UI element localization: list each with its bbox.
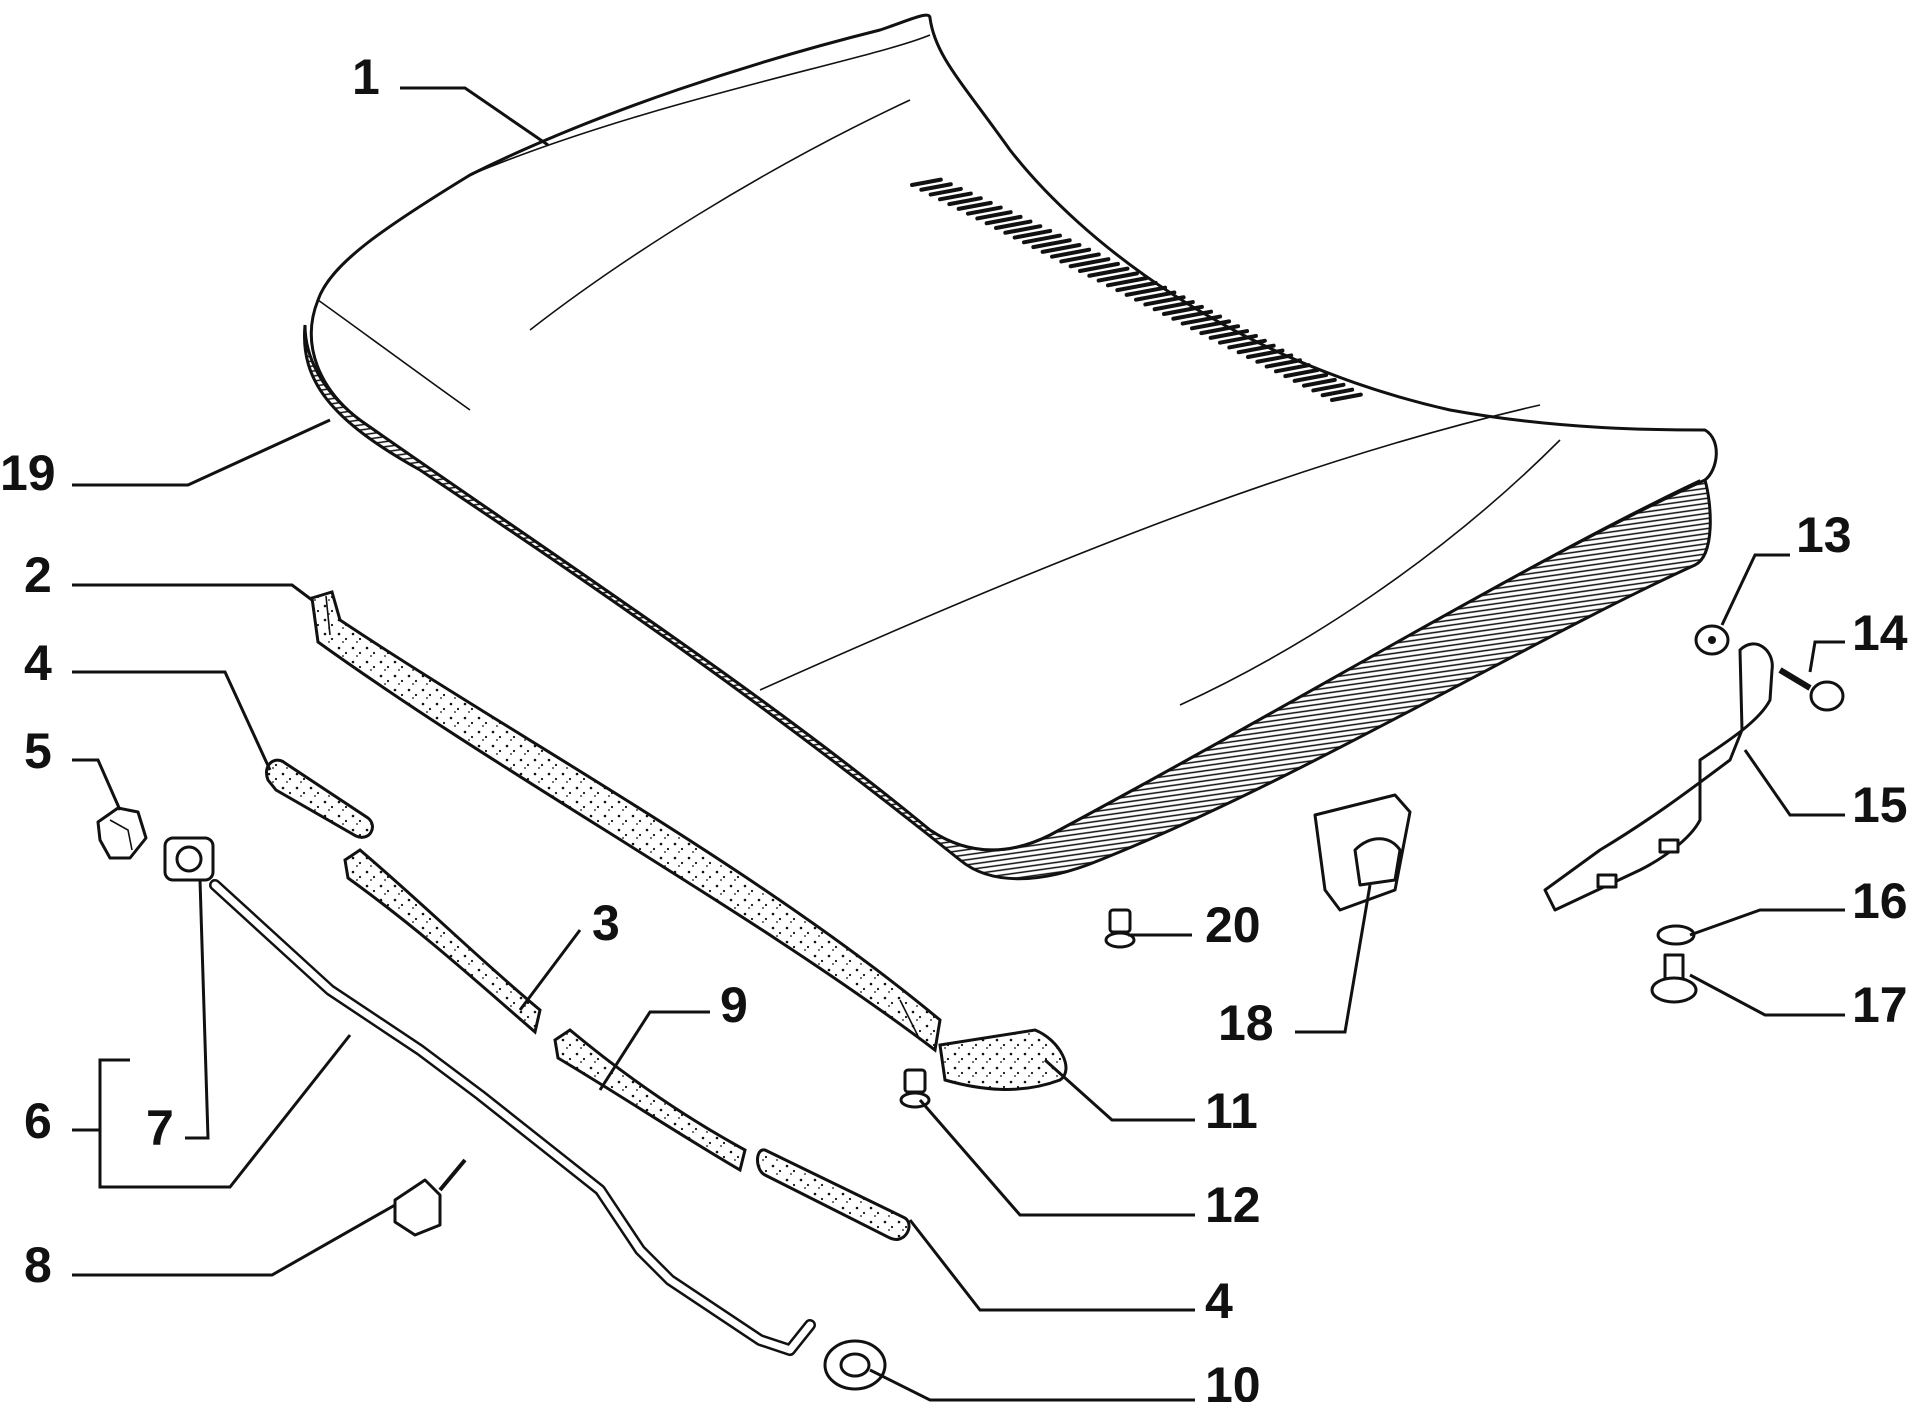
foam-pad-upper — [265, 758, 374, 839]
callout-20: 20 — [1205, 897, 1261, 953]
vent-slot — [1311, 382, 1346, 393]
vent-slot — [1031, 238, 1072, 250]
callout-18: 18 — [1218, 995, 1274, 1051]
vent-slot — [1246, 348, 1285, 359]
hinge-bolt — [1778, 667, 1845, 712]
callout-16: 16 — [1852, 873, 1908, 929]
bonnet-shell — [309, 13, 1718, 852]
vent-slot — [1171, 309, 1214, 321]
vent-slot — [1320, 387, 1355, 398]
washer-16 — [1656, 924, 1696, 946]
bonnet-crease-lower — [1179, 439, 1561, 706]
callout-5: 5 — [24, 723, 52, 779]
callout-labels: 1 19 2 4 5 6 7 8 3 9 13 14 15 16 17 20 1… — [0, 49, 1908, 1402]
callout-9: 9 — [720, 977, 748, 1033]
vent-slot — [1152, 300, 1195, 312]
bonnet-hinge — [1543, 642, 1774, 912]
vent-slot — [1236, 343, 1276, 355]
vent-slot — [1124, 285, 1168, 297]
vent-slot — [966, 205, 1003, 216]
small-bolt — [899, 1068, 931, 1109]
vent-slot — [994, 219, 1033, 230]
vent-slot — [1096, 271, 1139, 283]
callout-1: 1 — [352, 49, 380, 105]
callout-17: 17 — [1852, 977, 1908, 1033]
clip-part — [96, 806, 148, 860]
vent-slot — [947, 196, 983, 207]
callout-14: 14 — [1852, 605, 1908, 661]
bonnet-bump-stop — [1313, 793, 1412, 912]
vent-slot — [928, 186, 963, 197]
vent-slot — [1227, 338, 1267, 350]
rod-bushing — [163, 836, 215, 882]
channel-strip-2 — [553, 1028, 747, 1173]
vent-slot — [1087, 266, 1130, 278]
bolt-part-20 — [1104, 908, 1136, 949]
callout-4-upper: 4 — [24, 635, 52, 691]
vent-slot — [1292, 372, 1329, 383]
vent-slot — [919, 182, 953, 192]
vent-slot — [1190, 319, 1232, 331]
callout-13: 13 — [1796, 507, 1852, 563]
vent-slot — [938, 191, 973, 202]
front-seal-strip — [310, 590, 942, 1053]
bonnet-crease-center — [529, 99, 911, 331]
callout-15: 15 — [1852, 777, 1908, 833]
vent-slot — [1012, 228, 1053, 240]
vent-slot — [1264, 358, 1302, 369]
vent-slot — [1218, 333, 1258, 345]
vent-slot — [1180, 314, 1223, 326]
vent-slot — [1078, 261, 1120, 273]
bonnet-crease-edge — [1049, 479, 1701, 836]
washer-13 — [1694, 624, 1730, 656]
rubber-grommet — [823, 1339, 887, 1391]
channel-strip — [343, 848, 542, 1035]
bonnet-crease-top — [469, 34, 931, 176]
vent-slot — [1106, 276, 1149, 288]
callout-4-lower: 4 — [1205, 1273, 1233, 1329]
callout-11: 11 — [1205, 1083, 1258, 1139]
callout-7: 7 — [146, 1100, 174, 1156]
vent-slot — [1003, 224, 1043, 235]
vent-slot — [910, 177, 943, 187]
vent-slot — [1143, 295, 1186, 307]
screw-17 — [1650, 953, 1698, 1004]
vent-slot — [1330, 392, 1363, 402]
vent-slot — [1059, 252, 1101, 264]
vent-slot — [1302, 377, 1337, 388]
vent-slot — [1050, 247, 1092, 259]
bonnet-vent-grille — [910, 177, 1363, 402]
callout-19: 19 — [0, 445, 56, 501]
leader-lines — [72, 86, 1845, 1402]
foam-pad-lower — [756, 1148, 911, 1241]
bonnet-crease-left — [317, 299, 471, 411]
vent-slot — [1022, 233, 1062, 245]
vent-slot — [1115, 280, 1158, 293]
callout-12: 12 — [1205, 1177, 1261, 1233]
vent-slot — [1134, 290, 1177, 302]
callout-6: 6 — [24, 1093, 52, 1149]
vent-slot — [1068, 257, 1111, 269]
bonnet-panel — [302, 13, 1718, 881]
vent-slot — [1208, 329, 1250, 340]
vent-slot — [1040, 242, 1082, 254]
vent-slot — [1255, 353, 1294, 364]
callout-2: 2 — [24, 547, 52, 603]
bonnet-crease-right — [759, 404, 1541, 691]
corner-pad — [938, 1028, 1068, 1091]
vent-slot — [956, 200, 993, 211]
callout-3: 3 — [592, 895, 620, 951]
vent-slot — [984, 214, 1023, 226]
vent-slot — [1274, 363, 1311, 374]
support-rod — [209, 879, 816, 1356]
callout-8: 8 — [24, 1237, 52, 1293]
rod-bracket — [393, 1158, 467, 1237]
vent-slot — [1162, 304, 1204, 316]
vent-slot — [975, 210, 1013, 221]
callout-10: 10 — [1205, 1357, 1261, 1402]
vent-slot — [1199, 324, 1241, 336]
vent-slot — [1283, 368, 1320, 379]
